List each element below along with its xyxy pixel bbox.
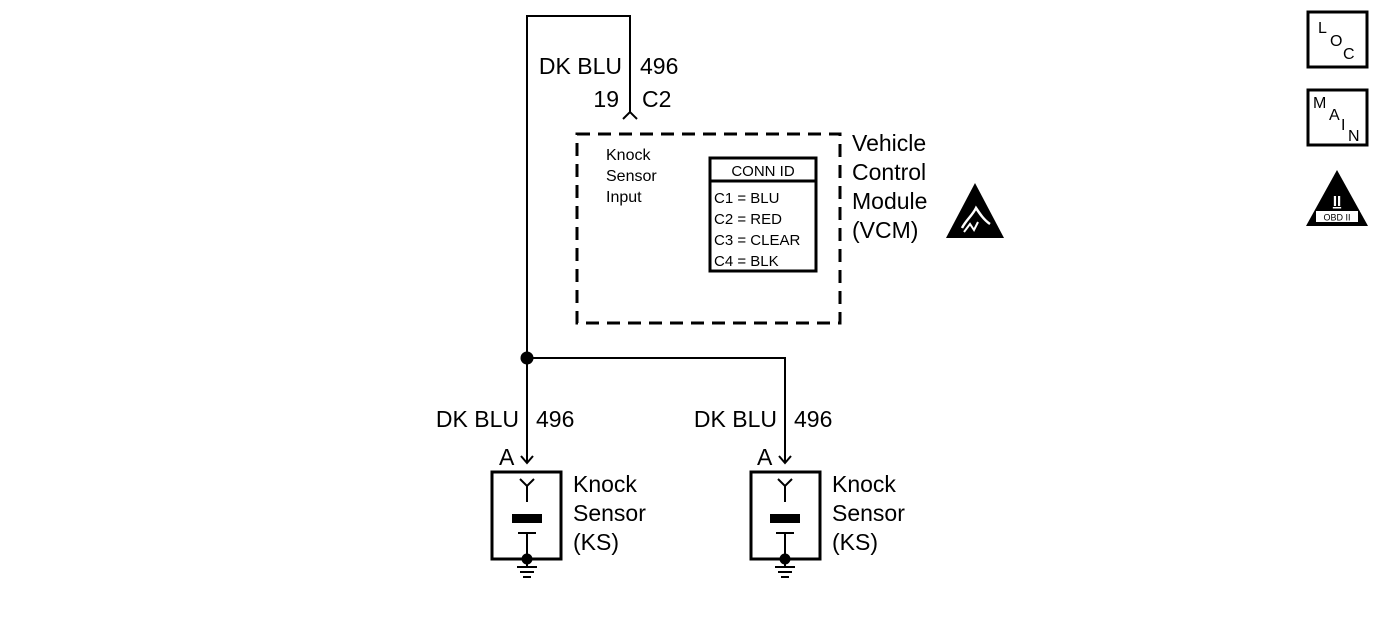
top-wire-circuit: 496 (640, 53, 678, 79)
vcm-name: Vehicle Control Module (VCM) (852, 130, 927, 243)
vcm-name-line-3: Module (852, 188, 927, 214)
obd-numeral: II (1333, 193, 1341, 210)
conn-id-row: C1 = BLU (714, 190, 779, 207)
loc-letter: O (1330, 33, 1342, 50)
vcm-name-line-1: Vehicle (852, 130, 926, 156)
sensor-2-line-1: Knock (832, 471, 896, 497)
vcm-pin-number: 19 (593, 86, 619, 112)
esd-warning-icon (946, 183, 1004, 238)
female-terminal-symbol (622, 110, 638, 120)
main-letter: M (1313, 95, 1326, 112)
branch-2-terminal: A (757, 444, 773, 470)
main-letter: I (1341, 117, 1345, 134)
main-letter: N (1348, 128, 1360, 145)
branch-1-wire-color: DK BLU (436, 406, 519, 432)
vcm-input-line-1: Knock (606, 147, 651, 164)
vcm-connector-id: C2 (642, 86, 671, 112)
vcm-name-line-4: (VCM) (852, 217, 918, 243)
branch-2-male-terminal (778, 455, 792, 465)
branch-1-wire-circuit: 496 (536, 406, 574, 432)
vcm-module-box (575, 132, 842, 325)
vcm-input-label: Knock Sensor Input (606, 147, 657, 206)
vcm-input-line-2: Sensor (606, 168, 657, 185)
loc-icon[interactable]: L O C (1306, 10, 1369, 69)
obd-label: OBD II (1323, 213, 1350, 223)
sensor-1-line-1: Knock (573, 471, 637, 497)
knock-sensor-2 (749, 470, 822, 578)
conn-id-header: CONN ID (731, 163, 795, 180)
branch-2-wire-circuit: 496 (794, 406, 832, 432)
branch-wire (527, 357, 786, 462)
conn-id-table: CONN ID C1 = BLU C2 = RED C3 = CLEAR C4 … (708, 156, 818, 273)
obd-ii-icon[interactable]: II OBD II (1306, 170, 1368, 226)
knock-sensor-2-label: Knock Sensor (KS) (832, 471, 905, 555)
knock-sensor-1-label: Knock Sensor (KS) (573, 471, 646, 555)
knock-sensor-1 (490, 470, 563, 578)
sensor-2-line-2: Sensor (832, 500, 905, 526)
conn-id-row: C3 = CLEAR (714, 232, 800, 249)
sensor-1-line-2: Sensor (573, 500, 646, 526)
branch-2-wire-color: DK BLU (694, 406, 777, 432)
main-letter: A (1329, 107, 1340, 124)
top-wire-color: DK BLU (539, 53, 622, 79)
vcm-name-line-2: Control (852, 159, 926, 185)
sensor-2-line-3: (KS) (832, 529, 878, 555)
top-loop-wire (526, 15, 631, 358)
sensor-1-line-3: (KS) (573, 529, 619, 555)
main-icon[interactable]: M A I N (1306, 88, 1369, 147)
loc-letter: C (1343, 46, 1355, 63)
splice-node (520, 351, 534, 365)
branch-1-terminal: A (499, 444, 515, 470)
vcm-input-line-3: Input (606, 189, 642, 206)
conn-id-row: C2 = RED (714, 211, 782, 228)
conn-id-row: C4 = BLK (714, 253, 779, 270)
branch-1-male-terminal (520, 455, 534, 465)
loc-letter: L (1318, 20, 1327, 37)
